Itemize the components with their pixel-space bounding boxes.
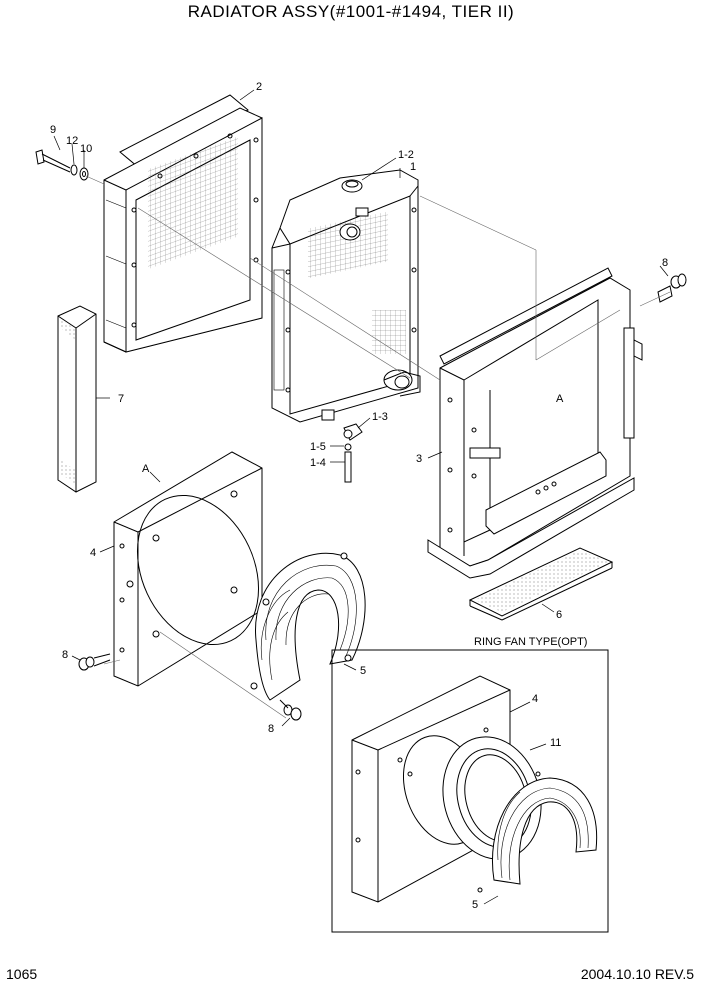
- shroud-part-4: [113, 451, 263, 687]
- callout-5: 5: [360, 665, 366, 677]
- drain-parts-1-3-1-5-1-4: [343, 423, 363, 483]
- callout-a-left: A: [142, 463, 150, 475]
- callout-4-inset: 4: [532, 693, 538, 705]
- callout-4: 4: [90, 547, 96, 559]
- callout-1-3: 1-3: [372, 411, 388, 423]
- callout-5-inset: 5: [472, 899, 478, 911]
- fan-guard-part-5: [250, 552, 366, 701]
- bolt-part-8-left: [78, 653, 111, 671]
- callout-7: 7: [118, 393, 124, 405]
- frame-part-2: [103, 94, 263, 353]
- radiator-core-part-1: [271, 169, 421, 423]
- callout-8-right: 8: [662, 257, 668, 269]
- callout-11: 11: [550, 737, 561, 749]
- callout-8-left: 8: [62, 649, 68, 661]
- callout-10: 10: [80, 143, 92, 155]
- callout-2: 2: [256, 81, 262, 93]
- revision-date: 2004.10.10 REV.5: [580, 966, 694, 982]
- callout-9: 9: [50, 124, 56, 136]
- ring-fan-inset: [331, 649, 609, 933]
- bolt-part-8-right: [657, 273, 687, 303]
- callout-8-bottom: 8: [268, 723, 274, 735]
- bolt-part-9: [35, 149, 89, 181]
- callout-1: 1: [410, 161, 416, 173]
- callout-12: 12: [66, 135, 78, 147]
- callout-6: 6: [556, 609, 562, 621]
- alignment-lines: [85, 175, 671, 719]
- inset-title: RING FAN TYPE(OPT): [474, 636, 587, 648]
- filter-pad-part-6: [468, 547, 614, 621]
- callout-1-2: 1-2: [398, 149, 414, 161]
- bracket-frame-part-3: [427, 267, 643, 579]
- callout-a-right: A: [556, 393, 564, 405]
- callout-3: 3: [416, 453, 422, 465]
- callout-1-5: 1-5: [310, 441, 326, 453]
- page-number: 1065: [6, 966, 38, 982]
- page-title: RADIATOR ASSY(#1001-#1494, TIER II): [187, 2, 515, 21]
- callout-1-4: 1-4: [310, 457, 326, 469]
- leader-lines: [53, 89, 669, 905]
- foam-strip-part-7: [57, 305, 97, 493]
- bolt-part-8-bottom: [279, 699, 302, 721]
